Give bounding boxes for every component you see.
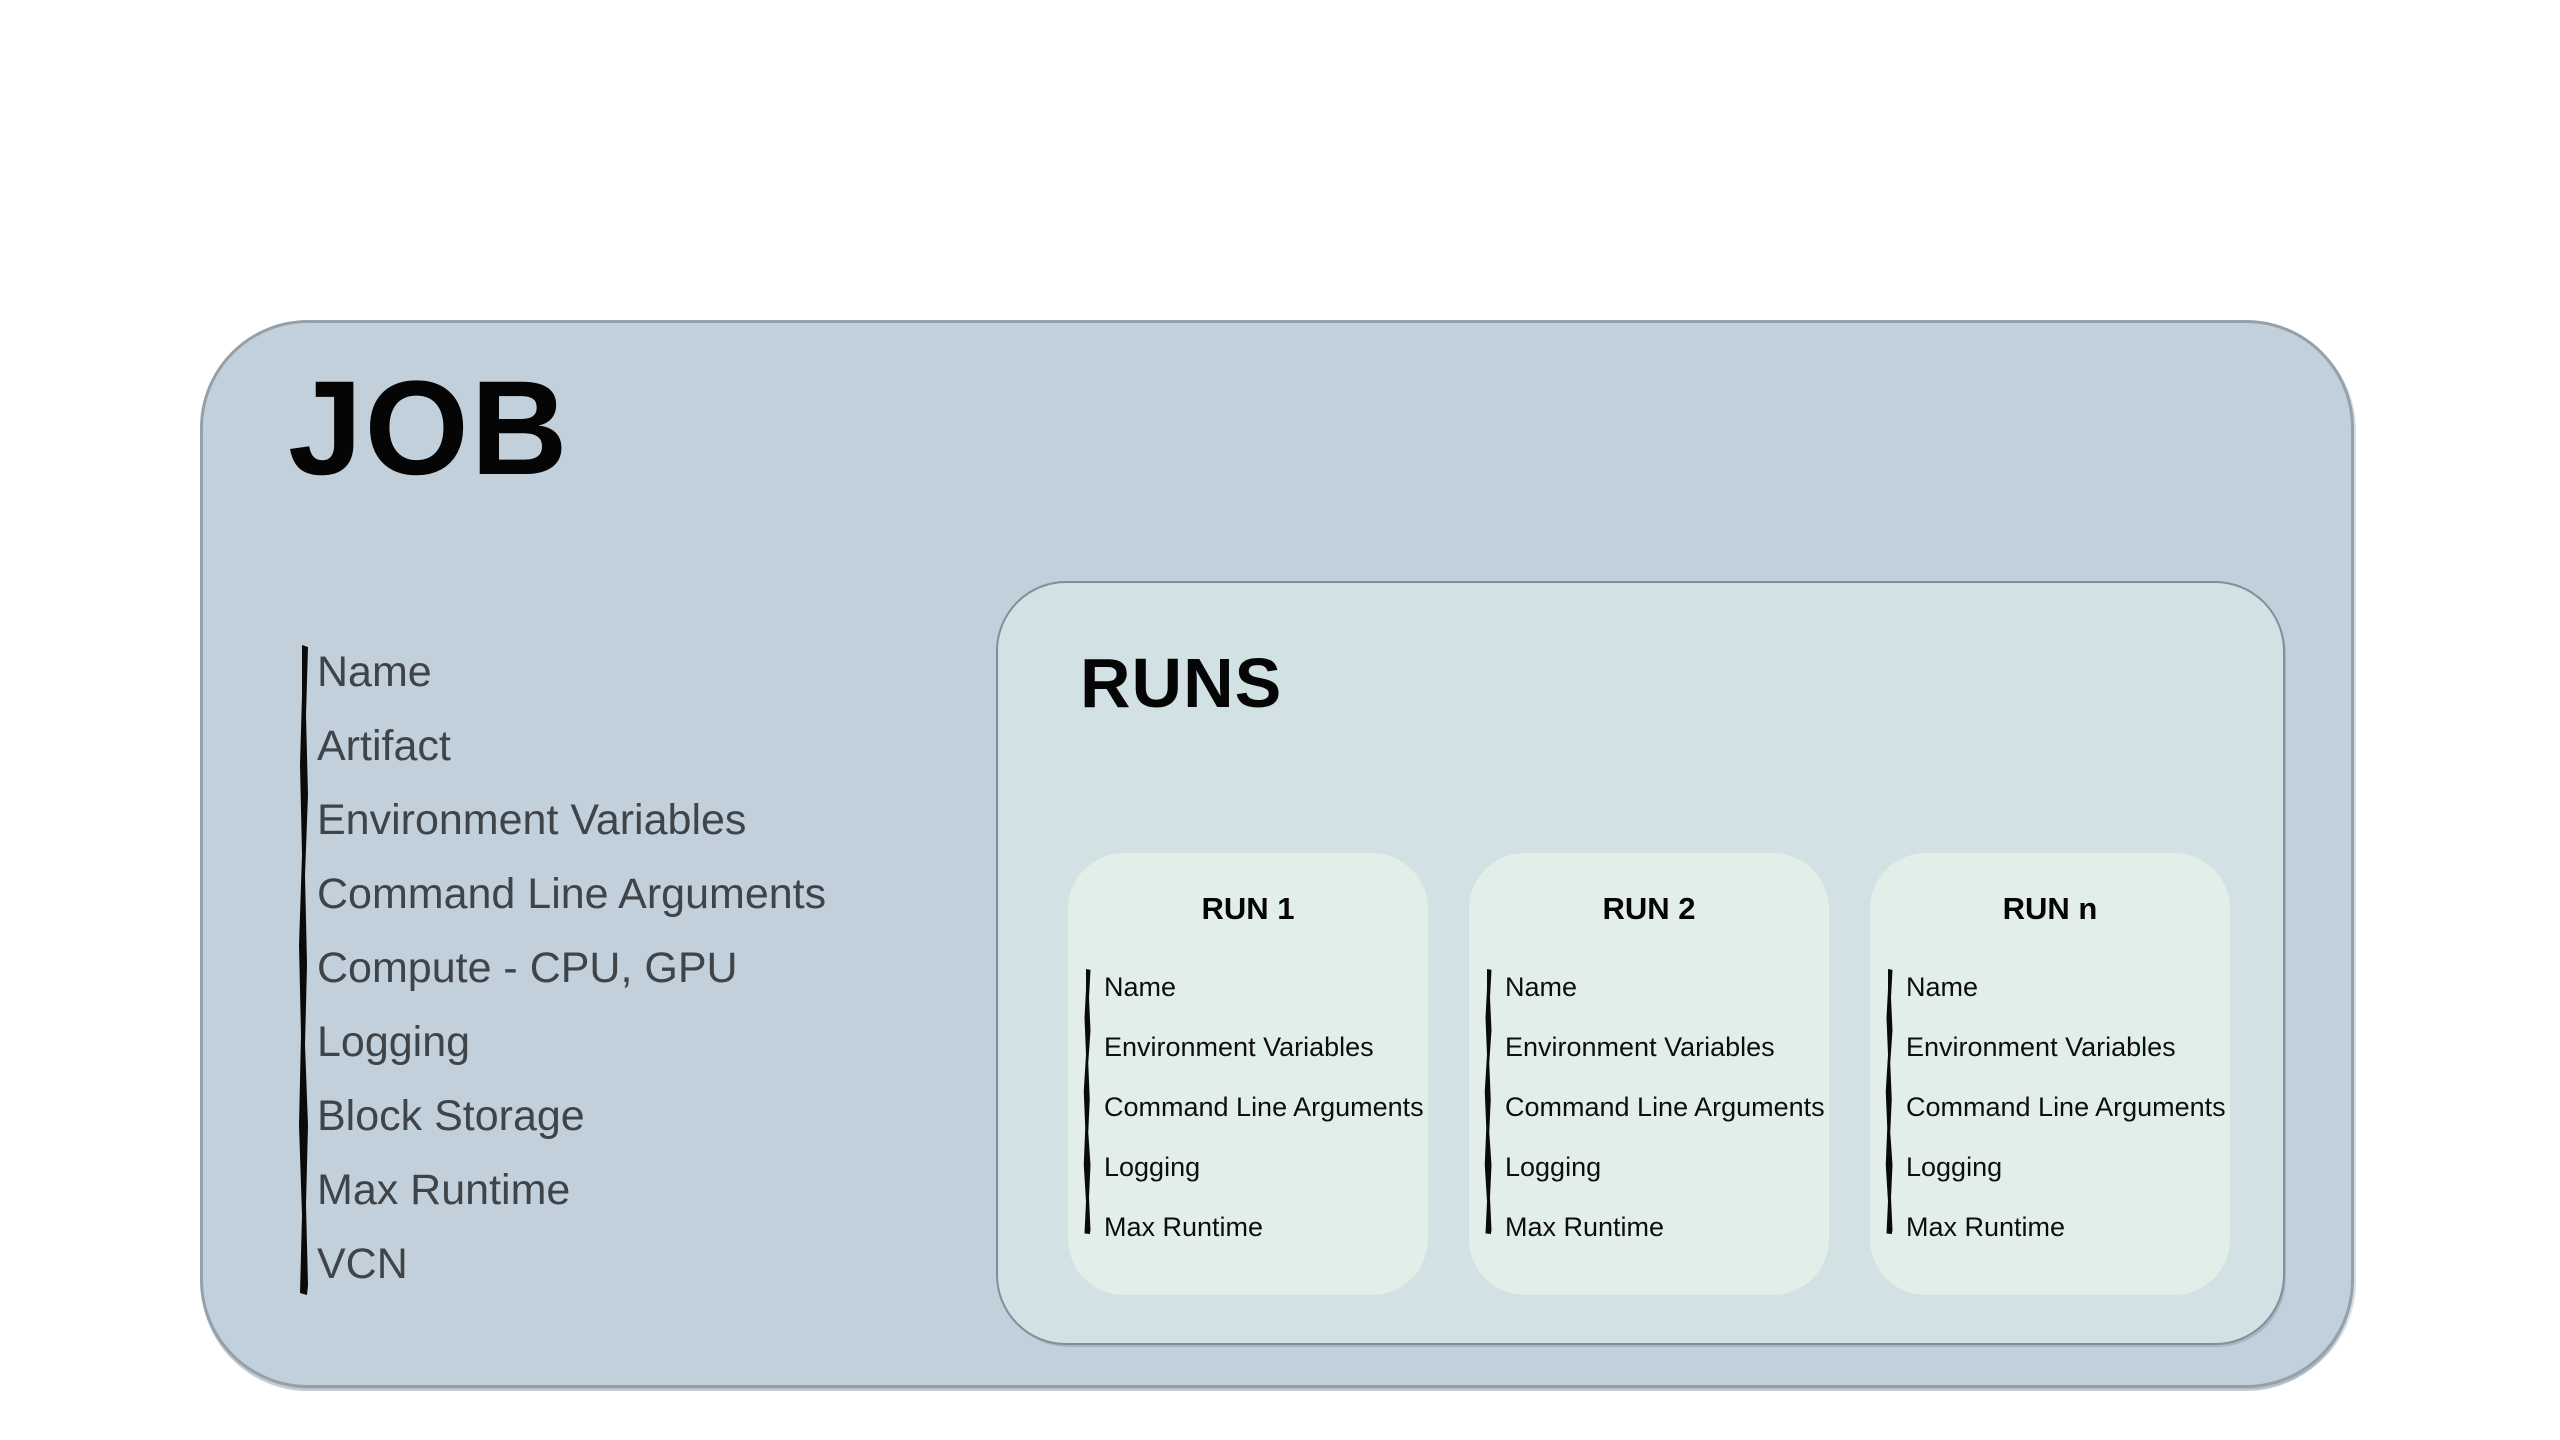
run-card-title: RUN 2 bbox=[1602, 891, 1696, 926]
job-attribute-list: Name Artifact Environment Variables Comm… bbox=[317, 635, 826, 1301]
run-card-title: RUN 1 bbox=[1201, 891, 1295, 926]
job-attribute: Logging bbox=[317, 1017, 471, 1066]
hand-drawn-line-icon bbox=[1484, 969, 1492, 1235]
job-attribute: Compute - CPU, GPU bbox=[317, 943, 738, 992]
run-attribute: Max Runtime bbox=[1104, 1211, 1264, 1242]
hand-drawn-line-icon bbox=[1083, 969, 1092, 1235]
job-container: JOB Name Artifact Environment Variables … bbox=[200, 320, 2354, 1388]
job-attribute: Name bbox=[317, 647, 432, 696]
hand-drawn-line-icon bbox=[299, 645, 308, 1295]
run-attribute: Environment Variables bbox=[1104, 1031, 1374, 1062]
job-attribute: Block Storage bbox=[317, 1091, 585, 1140]
job-attribute: Max Runtime bbox=[317, 1165, 571, 1214]
run-attribute-list: Name Environment Variables Command Line … bbox=[1906, 957, 2226, 1257]
run-attribute: Environment Variables bbox=[1505, 1031, 1775, 1062]
hand-drawn-line-icon bbox=[1083, 969, 1091, 1235]
run-attribute: Logging bbox=[1505, 1151, 1602, 1182]
job-title: JOB bbox=[288, 354, 570, 503]
hand-drawn-line-icon bbox=[1484, 969, 1493, 1235]
run-cards-row: RUN 1 Name Environment Variables Command… bbox=[1068, 853, 2230, 1295]
job-attribute: Environment Variables bbox=[317, 795, 747, 844]
run-attribute: Logging bbox=[1104, 1151, 1201, 1182]
job-attribute: Artifact bbox=[317, 721, 451, 770]
run-attribute: Name bbox=[1104, 971, 1177, 1002]
hand-drawn-line-icon bbox=[298, 645, 310, 1297]
hand-drawn-line-icon bbox=[1885, 969, 1894, 1235]
run-card-1: RUN 1 Name Environment Variables Command… bbox=[1068, 853, 1428, 1295]
job-attribute: VCN bbox=[317, 1239, 408, 1288]
run-attribute: Command Line Arguments bbox=[1906, 1091, 2226, 1122]
run-attribute: Name bbox=[1906, 971, 1979, 1002]
run-attribute: Logging bbox=[1906, 1151, 2003, 1182]
run-attribute: Max Runtime bbox=[1505, 1211, 1665, 1242]
runs-title: RUNS bbox=[1080, 644, 1283, 722]
run-attribute: Max Runtime bbox=[1906, 1211, 2066, 1242]
job-attribute: Command Line Arguments bbox=[317, 869, 827, 918]
run-attribute: Command Line Arguments bbox=[1104, 1091, 1424, 1122]
runs-container: RUNS RUN 1 Name Environment Variables Co… bbox=[996, 581, 2285, 1345]
run-attribute-list: Name Environment Variables Command Line … bbox=[1104, 957, 1424, 1257]
run-card-n: RUN n Name Environment Variables Command… bbox=[1870, 853, 2230, 1295]
run-attribute-list: Name Environment Variables Command Line … bbox=[1505, 957, 1825, 1257]
run-attribute: Name bbox=[1505, 971, 1578, 1002]
run-attribute: Environment Variables bbox=[1906, 1031, 2176, 1062]
run-card-title: RUN n bbox=[2002, 891, 2098, 926]
hand-drawn-line-icon bbox=[1885, 969, 1893, 1235]
run-attribute: Command Line Arguments bbox=[1505, 1091, 1825, 1122]
run-card-2: RUN 2 Name Environment Variables Command… bbox=[1469, 853, 1829, 1295]
